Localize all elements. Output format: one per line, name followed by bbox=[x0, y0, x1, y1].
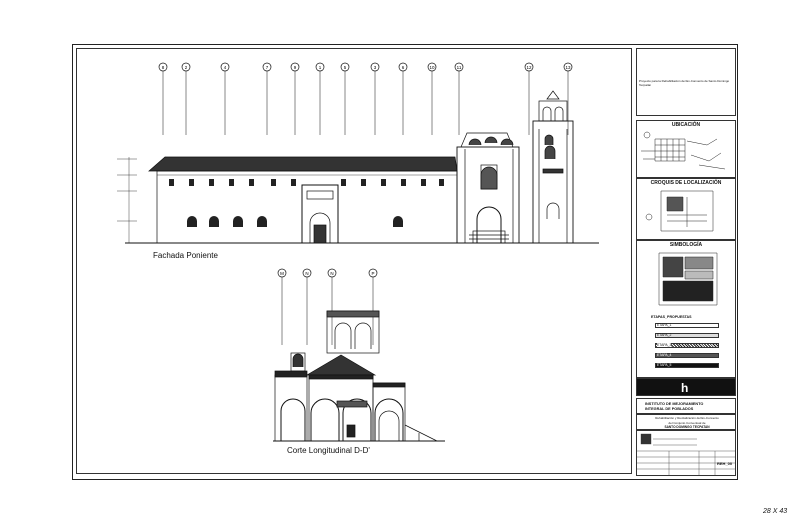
stages-title: ETAPAS_PROPUESTAS bbox=[651, 315, 692, 319]
facade-axis-label-8: 6 bbox=[402, 65, 405, 70]
facade-axis-label-4: 9 bbox=[294, 65, 297, 70]
west-facade-elevation bbox=[117, 90, 599, 244]
data-table-box: REH_00 bbox=[636, 430, 736, 476]
facade-window-0 bbox=[169, 179, 174, 186]
facade-window-8 bbox=[361, 179, 366, 186]
facade-window-7 bbox=[341, 179, 346, 186]
stage-2-swatch bbox=[655, 333, 719, 338]
facade-axis-0: 8 bbox=[158, 62, 168, 135]
facade-axis-9: 10 bbox=[427, 62, 437, 135]
section-axis-label-3: P bbox=[371, 271, 374, 276]
institute-line-1: INSTITUTO DE MEJORAMIENTO bbox=[645, 402, 704, 406]
stage-4-swatch bbox=[655, 353, 719, 358]
stage-1-swatch bbox=[655, 323, 719, 328]
facade-window-5 bbox=[271, 179, 276, 186]
institute-logo-icon: h bbox=[681, 381, 689, 395]
project-line-1: Rehabilitación y Revitalización del Ex-C… bbox=[655, 416, 719, 420]
facade-axis-2: 4 bbox=[220, 62, 230, 135]
facade-window-10 bbox=[401, 179, 406, 186]
west-facade-label: Fachada Poniente bbox=[153, 251, 218, 260]
location-title: UBICACIÓN bbox=[671, 122, 701, 128]
facade-axis-label-6: 5 bbox=[344, 65, 347, 70]
croquis-map bbox=[645, 190, 714, 232]
facade-window-4 bbox=[249, 179, 254, 186]
longitudinal-section bbox=[273, 310, 445, 442]
facade-axis-label-0: 8 bbox=[162, 65, 165, 70]
facade-window-9 bbox=[381, 179, 386, 186]
facade-window-6 bbox=[291, 179, 296, 186]
facade-axis-markers: 8 2 4 7 9 1 5 3 6 10 11 12 13 bbox=[158, 62, 573, 135]
facade-axis-label-9: 10 bbox=[429, 65, 435, 70]
croquis-box: CROQUIS DE LOCALIZACIÓN bbox=[636, 178, 736, 240]
facade-axis-4: 9 bbox=[290, 62, 300, 135]
section-axis-1: N bbox=[302, 268, 312, 345]
facade-axis-8: 6 bbox=[398, 62, 408, 135]
top-note-box: Proyecto para la Rehabilitación del Ex-C… bbox=[636, 48, 736, 116]
facade-axis-label-7: 3 bbox=[374, 65, 377, 70]
facade-axis-label-11: 12 bbox=[526, 65, 532, 70]
top-note: Proyecto para la Rehabilitación del Ex-C… bbox=[639, 79, 730, 87]
section-label: Corte Longitudinal D-D' bbox=[287, 446, 370, 455]
architectural-drawings: 8 2 4 7 9 1 5 3 6 10 11 12 13 bbox=[117, 62, 599, 442]
facade-axis-label-2: 4 bbox=[224, 65, 227, 70]
facade-axis-label-10: 11 bbox=[457, 65, 462, 70]
facade-window-3 bbox=[229, 179, 234, 186]
section-axis-label-1: N bbox=[305, 271, 308, 276]
institute-box: INSTITUTO DE MEJORAMIENTO INTEGRAL DE PO… bbox=[636, 398, 736, 414]
section-axis-label-2: N bbox=[330, 271, 333, 276]
facade-axis-5: 1 bbox=[315, 62, 325, 135]
facade-axis-1: 2 bbox=[181, 62, 191, 135]
page-number: 28 X 43 bbox=[763, 508, 788, 515]
stage-3-label: ETAPA_3 bbox=[657, 343, 672, 347]
data-table-lines bbox=[637, 433, 735, 475]
facade-axis-7: 3 bbox=[370, 62, 380, 135]
drawing-sheet-frame bbox=[72, 44, 738, 480]
stage-5-swatch bbox=[655, 363, 719, 368]
section-axis-3: P bbox=[368, 268, 378, 345]
project-line-3: SANTO DOMINGO TECPATAN bbox=[664, 425, 710, 429]
location-box: UBICACIÓN bbox=[636, 120, 736, 178]
facade-axis-3: 7 bbox=[262, 62, 272, 135]
facade-window-2 bbox=[209, 179, 214, 186]
section-axis-0: M bbox=[277, 268, 287, 345]
sheet-code: REH_00 bbox=[717, 461, 733, 466]
facade-window-12 bbox=[439, 179, 444, 186]
facade-axis-label-1: 2 bbox=[185, 65, 188, 70]
institute-line-2: INTEGRAL DE POBLADOS bbox=[645, 407, 694, 411]
title-block: Proyecto para la Rehabilitación del Ex-C… bbox=[636, 48, 736, 476]
facade-window-1 bbox=[189, 179, 194, 186]
project-line-2: del Conjunto Conventual de bbox=[668, 421, 706, 425]
facade-axis-12: 13 bbox=[563, 62, 573, 135]
facade-axis-label-3: 7 bbox=[266, 65, 269, 70]
location-map bbox=[641, 131, 726, 170]
croquis-title: CROQUIS DE LOCALIZACIÓN bbox=[650, 180, 722, 186]
facade-axis-11: 12 bbox=[524, 62, 534, 135]
stage-1-label: ETAPA_1 bbox=[657, 323, 672, 327]
symbology-box: SIMBOLOGÍA ETAPAS_PROPUESTAS ETAPA_1 ETA… bbox=[636, 240, 736, 378]
symbology-plan bbox=[658, 252, 718, 306]
facade-window-11 bbox=[421, 179, 426, 186]
drawing-area: 8 2 4 7 9 1 5 3 6 10 11 12 13 bbox=[76, 48, 632, 474]
facade-axis-label-12: 13 bbox=[565, 65, 571, 70]
facade-axis-label-5: 1 bbox=[319, 65, 322, 70]
symbology-title: SIMBOLOGÍA bbox=[669, 242, 703, 248]
stage-3-swatch bbox=[655, 343, 719, 348]
facade-axis-6: 5 bbox=[340, 62, 350, 135]
project-box: Rehabilitación y Revitalización del Ex-C… bbox=[636, 414, 736, 430]
stage-5-label: ETAPA_5 bbox=[657, 363, 672, 367]
stage-4-label: ETAPA_4 bbox=[657, 353, 672, 357]
section-axis-label-0: M bbox=[280, 271, 284, 276]
logo-box: h bbox=[636, 378, 736, 396]
facade-axis-10: 11 bbox=[454, 62, 464, 135]
stage-2-label: ETAPA_2 bbox=[657, 333, 672, 337]
